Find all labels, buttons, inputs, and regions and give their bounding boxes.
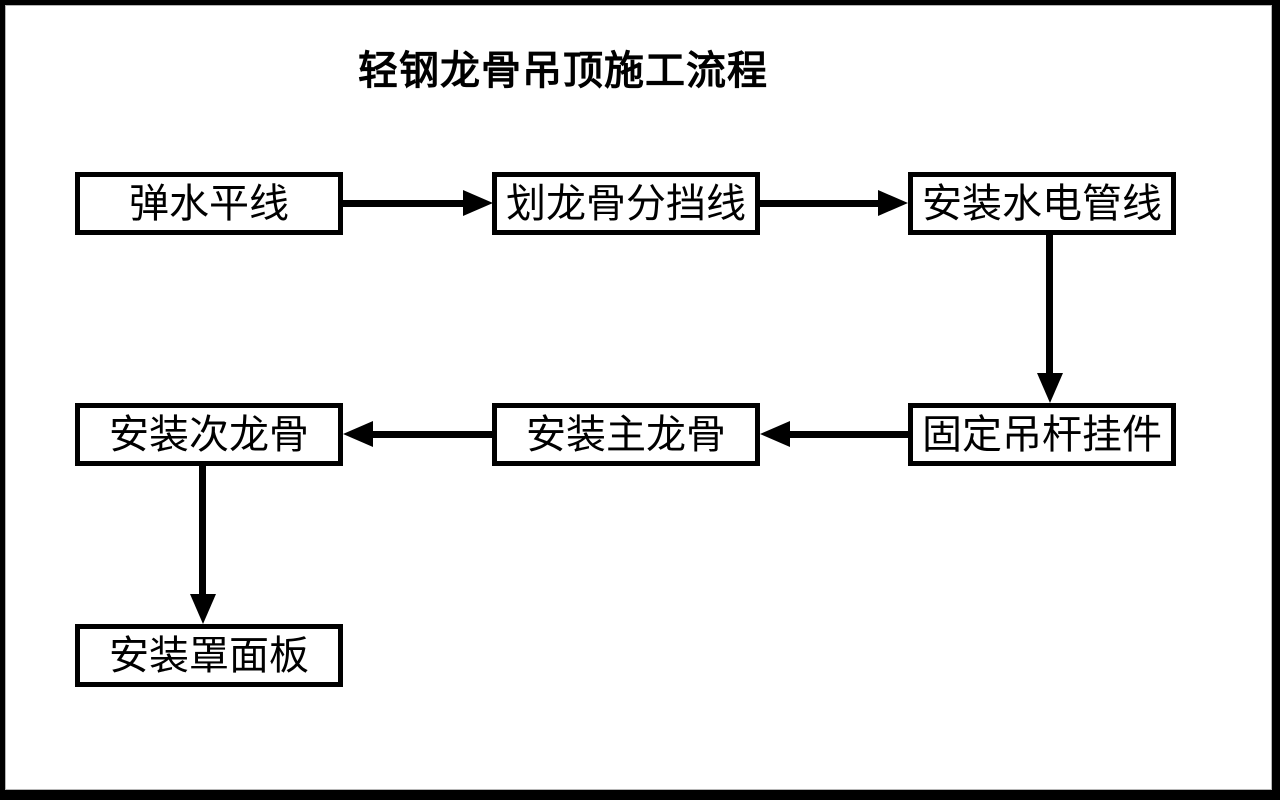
- diagram-title: 轻钢龙骨吊顶施工流程: [358, 49, 768, 93]
- arrow-head-down-icon: [190, 594, 216, 624]
- flow-node-label: 固定吊杆挂件: [922, 412, 1162, 457]
- arrow-line-step2-step3: [758, 200, 880, 207]
- arrow-line-step4-step5: [790, 431, 910, 438]
- flow-node-label: 安装主龙骨: [526, 412, 726, 457]
- arrow-head-right-icon: [878, 190, 908, 216]
- flow-node-snap-level-line: 弹水平线: [75, 172, 343, 235]
- arrow-head-left-icon: [760, 421, 790, 447]
- flow-node-mark-keel-grid-lines: 划龙骨分挡线: [492, 172, 760, 235]
- flow-node-fix-hanger-rods: 固定吊杆挂件: [908, 403, 1176, 466]
- arrow-line-step1-step2: [341, 200, 465, 207]
- arrow-line-step5-step6: [373, 431, 494, 438]
- flow-node-install-cover-panel: 安装罩面板: [75, 624, 343, 687]
- flow-node-label: 安装罩面板: [109, 633, 309, 678]
- flow-node-label: 安装水电管线: [922, 181, 1162, 226]
- arrow-head-left-icon: [343, 421, 373, 447]
- flow-node-label: 弹水平线: [129, 181, 289, 226]
- arrow-line-step6-step7: [199, 464, 206, 596]
- arrow-head-down-icon: [1037, 373, 1063, 403]
- arrow-line-step3-step4: [1046, 235, 1053, 375]
- flow-node-install-secondary-keel: 安装次龙骨: [75, 403, 343, 466]
- flow-node-label: 安装次龙骨: [109, 412, 309, 457]
- flow-node-install-plumbing-electrical: 安装水电管线: [908, 172, 1176, 235]
- flow-node-install-main-keel: 安装主龙骨: [492, 403, 760, 466]
- arrow-head-right-icon: [463, 190, 493, 216]
- flow-node-label: 划龙骨分挡线: [506, 181, 746, 226]
